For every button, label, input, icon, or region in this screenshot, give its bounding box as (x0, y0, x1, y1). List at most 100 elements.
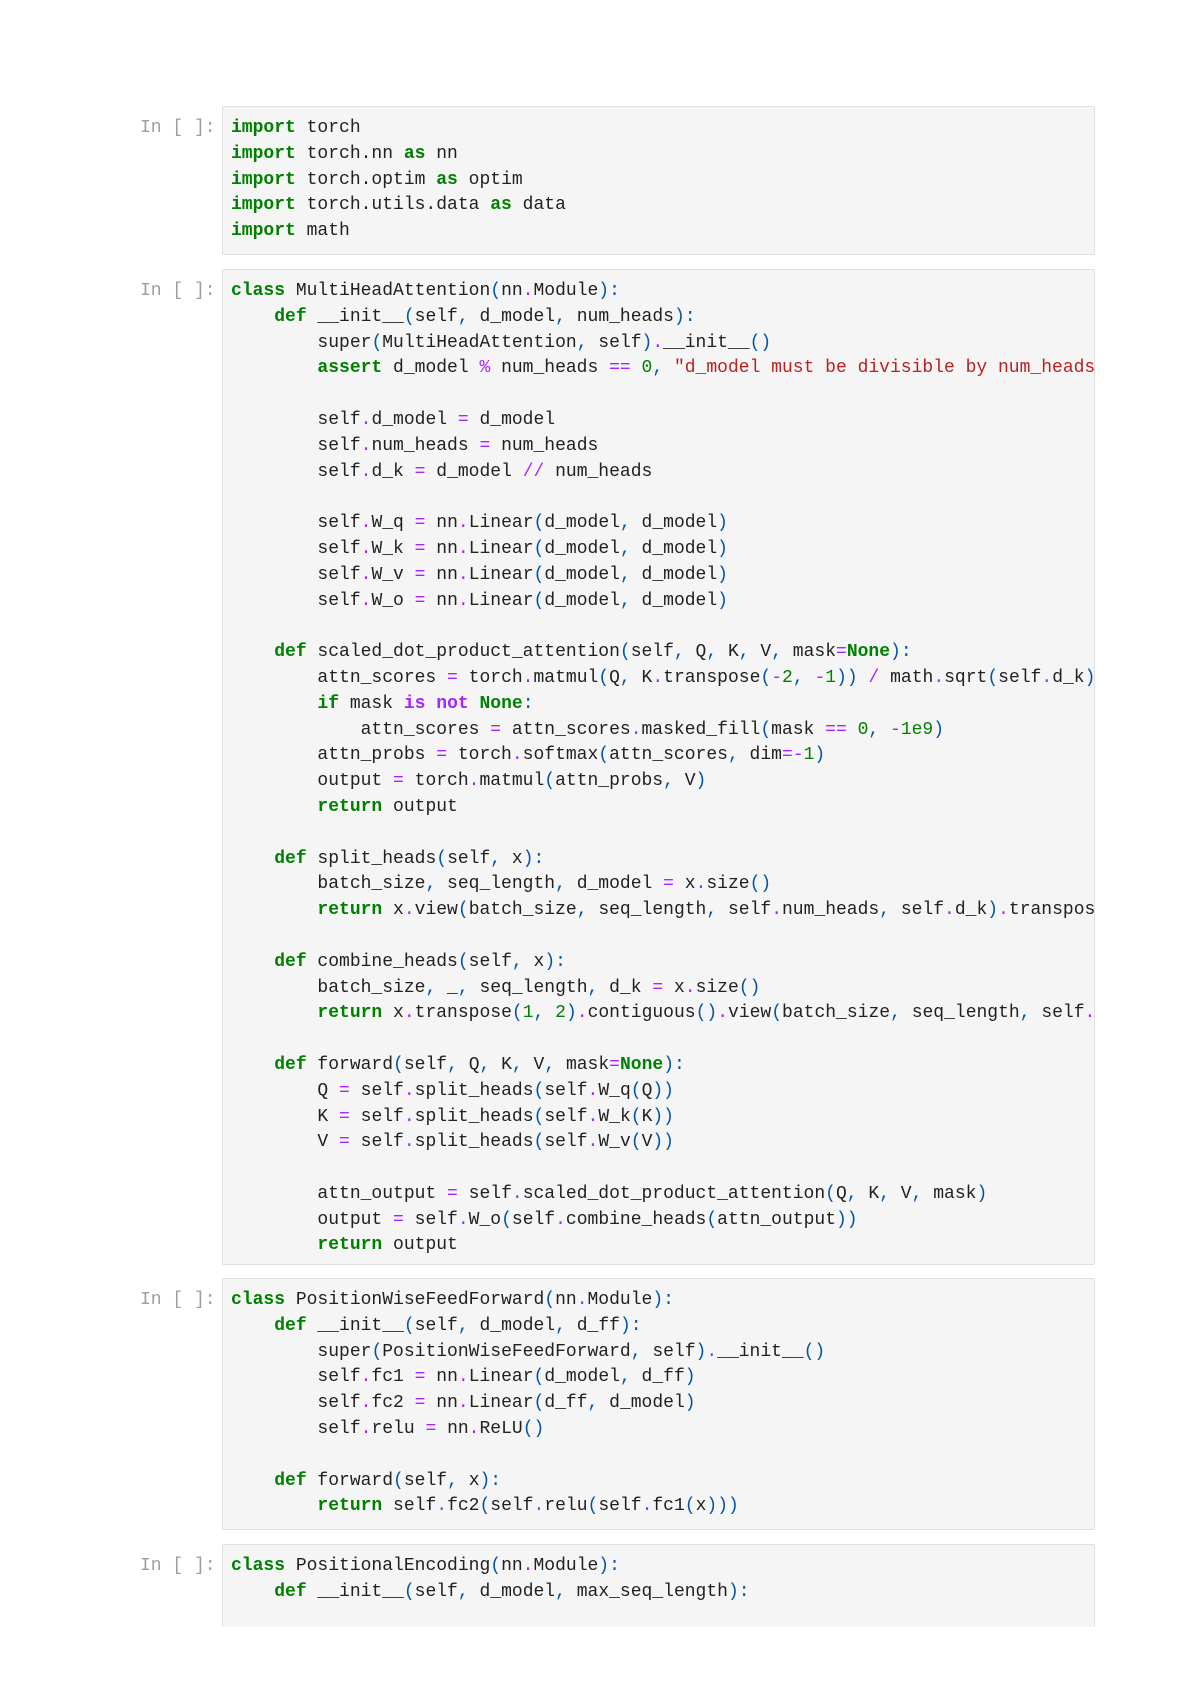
code-token: ) (641, 332, 653, 353)
code-token: nn (425, 564, 458, 585)
code-token: , (619, 513, 631, 534)
code-token: V (231, 1132, 340, 1153)
code-token: d_k (598, 977, 653, 998)
code-token: . (1084, 1003, 1095, 1024)
code-token: PositionWiseFeedForward (285, 1290, 545, 1310)
code-token: Module (533, 281, 599, 301)
code-token: transpose (414, 1003, 512, 1024)
code-token: . (360, 1418, 372, 1439)
code-token: K (231, 1106, 340, 1127)
code-editor[interactable]: class PositionWiseFeedForward(nn.Module)… (222, 1278, 1095, 1530)
code-token: ( (457, 900, 469, 921)
code-token: batch_size (468, 900, 577, 921)
code-token: def (274, 1054, 307, 1075)
code-token: matmul (533, 667, 599, 688)
code-token: , (879, 1183, 890, 1204)
code-editor[interactable]: class MultiHeadAttention(nn.Module): def… (222, 269, 1095, 1265)
code-token: seq_length (436, 874, 556, 895)
code-token: // (522, 461, 545, 482)
code-token: 1 (803, 745, 815, 766)
code-token: __init__ (663, 332, 750, 353)
code-token: = (490, 719, 502, 740)
code-token: def (274, 642, 307, 663)
code-token: torch.utils.data (295, 195, 491, 216)
code-line (231, 1027, 1094, 1053)
code-token: . (576, 1003, 588, 1024)
code-token: . (522, 667, 534, 688)
code-token: . (360, 409, 372, 430)
code-token: output (231, 1209, 394, 1230)
code-line (231, 821, 1094, 847)
code-line: import math (231, 219, 1094, 245)
code-token: self (457, 1183, 512, 1204)
code-token: () (695, 1003, 718, 1024)
code-token: self (231, 461, 361, 482)
code-token: nn (425, 143, 458, 164)
code-token: Linear (468, 590, 534, 611)
code-token: super (231, 332, 372, 353)
code-line (231, 382, 1094, 408)
code-token: d_model (425, 461, 523, 482)
code-token: , (738, 642, 750, 663)
code-token: = (414, 538, 426, 559)
code-token: scaled_dot_product_attention (306, 642, 620, 663)
code-text[interactable]: class MultiHeadAttention(nn.Module): def… (223, 270, 1095, 1264)
code-token: def (274, 306, 307, 327)
code-token: split_heads (306, 848, 437, 869)
code-token: )) (652, 1132, 674, 1153)
code-token: self (382, 1496, 437, 1517)
code-token: x (695, 1496, 707, 1517)
code-token: self (998, 667, 1042, 688)
code-token: . (403, 1003, 415, 1024)
code-token: )) (836, 1209, 858, 1230)
code-text[interactable]: class PositionalEncoding(nn.Module): def… (223, 1545, 1094, 1615)
code-token: as (436, 169, 458, 190)
code-token: . (457, 538, 469, 559)
code-editor[interactable]: class PositionalEncoding(nn.Module): def… (222, 1544, 1095, 1627)
code-token: ) (684, 1367, 696, 1388)
code-line: attn_scores = torch.matmul(Q, K.transpos… (231, 666, 1094, 692)
code-token: 1e9 (900, 719, 934, 740)
code-token: None (619, 1054, 664, 1075)
cell-prompt: In [ ]: (140, 1556, 216, 1576)
code-token: split_heads (414, 1080, 534, 1101)
code-line: import torch (231, 116, 1094, 142)
code-token: ( (533, 1132, 545, 1153)
code-token: ( (825, 1183, 836, 1204)
code-token: torch.optim (295, 169, 437, 190)
code-token: , (533, 1003, 545, 1024)
code-token: mask (339, 693, 404, 714)
code-token: W_o (468, 1209, 502, 1230)
code-token: d_k (371, 461, 415, 482)
code-token: ) (814, 745, 826, 766)
code-token: ): (727, 1581, 750, 1602)
code-line: attn_output = self.scaled_dot_product_at… (231, 1182, 1094, 1208)
code-token (425, 694, 436, 714)
code-token: __init__ (717, 1341, 804, 1362)
code-token: output (382, 1235, 458, 1256)
code-line: self.fc1 = nn.Linear(d_model, d_ff) (231, 1365, 1094, 1391)
code-token: ( (533, 590, 545, 611)
code-token: self (349, 1080, 404, 1101)
code-token: batch_size (231, 874, 426, 895)
code-token (231, 849, 274, 869)
code-token: __init__ (306, 306, 404, 327)
code-token: = (414, 1393, 426, 1414)
code-token: ) (717, 590, 728, 611)
code-token: MultiHeadAttention (285, 281, 491, 301)
code-text[interactable]: class PositionWiseFeedForward(nn.Module)… (223, 1279, 1094, 1529)
code-token: import (231, 118, 296, 138)
code-token: , (706, 900, 718, 921)
code-token: , (511, 1054, 523, 1075)
code-token: ): (544, 951, 566, 972)
code-token: () (749, 332, 772, 353)
code-token: . (403, 1132, 415, 1153)
code-token: self (231, 435, 361, 456)
code-token: , (771, 642, 782, 663)
code-token: class (231, 1556, 286, 1576)
code-token: , (619, 538, 631, 559)
code-token: fc1 (371, 1367, 415, 1388)
code-token: , (425, 874, 437, 895)
